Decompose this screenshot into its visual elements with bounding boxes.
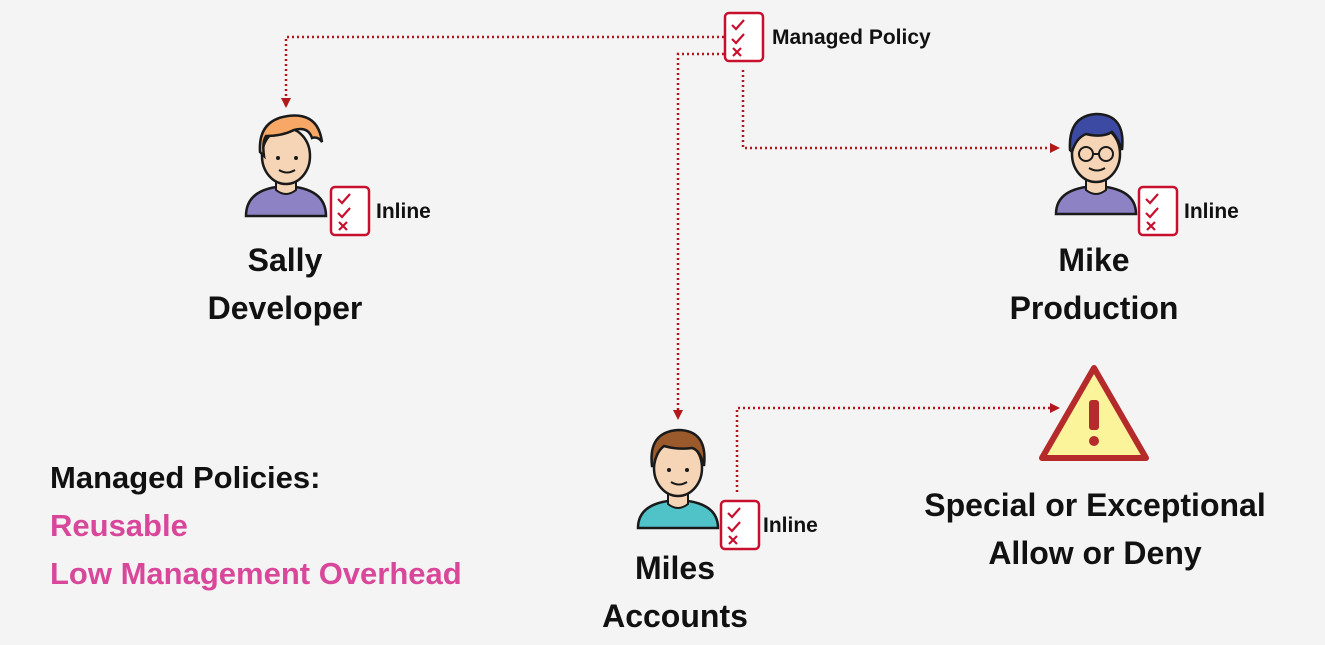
special-line-2: Allow or Deny	[988, 535, 1202, 571]
legend-title: Managed Policies:	[50, 460, 321, 495]
miles-inline-label: Inline	[763, 514, 818, 537]
mike-avatar-icon	[1054, 112, 1138, 216]
sally-inline-label: Inline	[376, 200, 431, 223]
mike-last-name: Production	[1009, 290, 1179, 326]
miles-avatar-icon	[636, 428, 720, 530]
warning-triangle-icon	[1039, 365, 1149, 461]
connector-miles-to-special	[735, 403, 1060, 492]
mike-inline-label: Inline	[1184, 200, 1239, 223]
connector-managed-to-mike	[741, 70, 1060, 153]
miles-last-name: Accounts	[602, 598, 748, 634]
sally-inline-checklist-icon	[329, 185, 371, 237]
sally-avatar-icon	[244, 114, 328, 218]
special-line-1: Special or Exceptional	[924, 487, 1266, 523]
connector-managed-to-miles	[673, 52, 724, 420]
miles-inline-checklist-icon	[719, 499, 761, 551]
legend-item-low-overhead: Low Management Overhead	[50, 556, 462, 591]
sally-last-name: Developer	[207, 290, 363, 326]
special-exception-text: Special or Exceptional Allow or Deny	[880, 481, 1310, 577]
mike-inline-checklist-icon	[1137, 185, 1179, 237]
mike-first-name: Mike	[1058, 242, 1130, 278]
miles-first-name: Miles	[634, 550, 716, 586]
managed-policy-checklist-icon	[723, 11, 765, 63]
legend-item-reusable: Reusable	[50, 508, 188, 543]
sally-name: Sally Developer	[180, 236, 390, 332]
managed-policy-label: Managed Policy	[772, 26, 931, 49]
connector-managed-to-sally	[281, 35, 724, 108]
miles-name: Miles Accounts	[570, 544, 780, 640]
mike-name: Mike Production	[984, 236, 1204, 332]
sally-first-name: Sally	[247, 242, 323, 278]
